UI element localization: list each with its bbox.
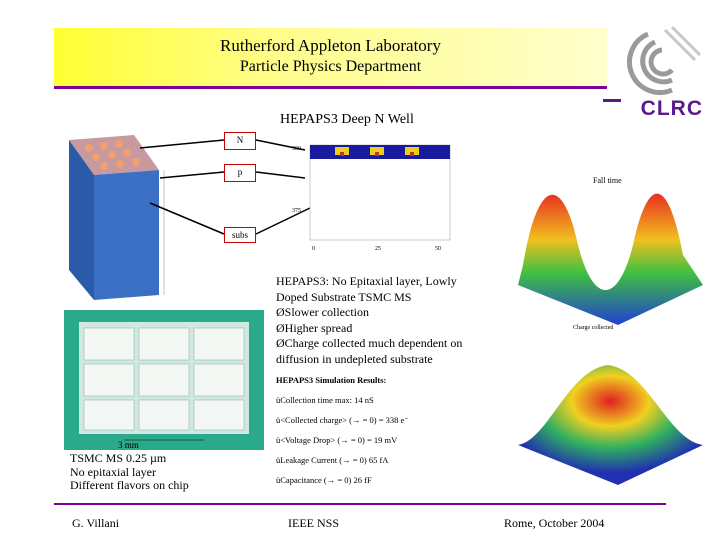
chip-scale: 3 mm bbox=[118, 440, 139, 450]
result-collected-charge: ü<Collected charge> (→ = 0) = 338 e⁻ bbox=[276, 415, 409, 425]
footer-date: Rome, October 2004 bbox=[504, 516, 605, 530]
subs-label: subs bbox=[224, 227, 256, 243]
title-line-1: Rutherford Appleton Laboratory bbox=[220, 36, 441, 55]
tsmc-line-3: Different flavors on chip bbox=[70, 478, 189, 492]
tsmc-caption: TSMC MS 0.25 µm No epitaxial layer Diffe… bbox=[70, 451, 189, 493]
bullet-charge: ØCharge collected much dependent on diff… bbox=[276, 336, 463, 366]
tsmc-line-1: TSMC MS 0.25 µm bbox=[70, 451, 167, 465]
footer-conference: IEEE NSS bbox=[288, 516, 339, 530]
label-arrows bbox=[139, 139, 311, 235]
y-tick-300: 300 bbox=[292, 146, 301, 152]
clrc-logo-icon bbox=[627, 25, 702, 95]
x-tick-50: 50 bbox=[435, 246, 441, 252]
depletion-field-plot: 300 375 0 25 50 bbox=[292, 144, 451, 252]
title-line-2: Particle Physics Department bbox=[239, 58, 422, 75]
chip-layout-image bbox=[64, 310, 264, 450]
pixel-3d-render bbox=[69, 135, 165, 300]
x-tick-0: 0 bbox=[312, 246, 315, 252]
footer-author: G. Villani bbox=[72, 516, 120, 530]
description-block: HEPAPS3: No Epitaxial layer, Lowly Doped… bbox=[276, 274, 476, 367]
charge-surface-plot bbox=[518, 365, 703, 485]
footer-rule bbox=[54, 503, 666, 505]
description-title: HEPAPS3: No Epitaxial layer, Lowly Doped… bbox=[276, 274, 457, 304]
results-title: HEPAPS3 Simulation Results: bbox=[276, 375, 387, 385]
result-collection-time: üCollection time max: 14 nS bbox=[276, 395, 374, 405]
fall-time-surface-plot: Fall time Charge collected bbox=[518, 176, 703, 331]
y-tick-375: 375 bbox=[292, 208, 301, 214]
bullet-spread: ØHigher spread bbox=[276, 320, 353, 335]
logo-text: CLRC bbox=[640, 97, 703, 120]
plot-a-xlabel: Charge collected bbox=[573, 325, 613, 331]
result-voltage-drop: ü<Voltage Drop> (→ = 0) = 19 mV bbox=[276, 435, 398, 445]
result-capacitance: üCapacitance (→ = 0) 26 fF bbox=[276, 475, 372, 485]
result-leakage: üLeakage Current (→ = 0) 65 fA bbox=[276, 455, 389, 465]
results-block: HEPAPS3 Simulation Results: üCollection … bbox=[276, 370, 486, 490]
bullet-slower: ØSlower collection bbox=[276, 305, 369, 319]
logo-bar bbox=[603, 99, 621, 102]
title-banner: Rutherford Appleton Laboratory Particle … bbox=[54, 28, 607, 86]
x-tick-25: 25 bbox=[375, 246, 381, 252]
n-label: N bbox=[224, 132, 256, 150]
section-title: HEPAPS3 Deep N Well bbox=[280, 112, 414, 127]
p-label: p bbox=[224, 164, 256, 182]
plot-a-title: Fall time bbox=[593, 176, 622, 185]
tsmc-line-2: No epitaxial layer bbox=[70, 464, 156, 479]
header-rule bbox=[54, 86, 607, 89]
